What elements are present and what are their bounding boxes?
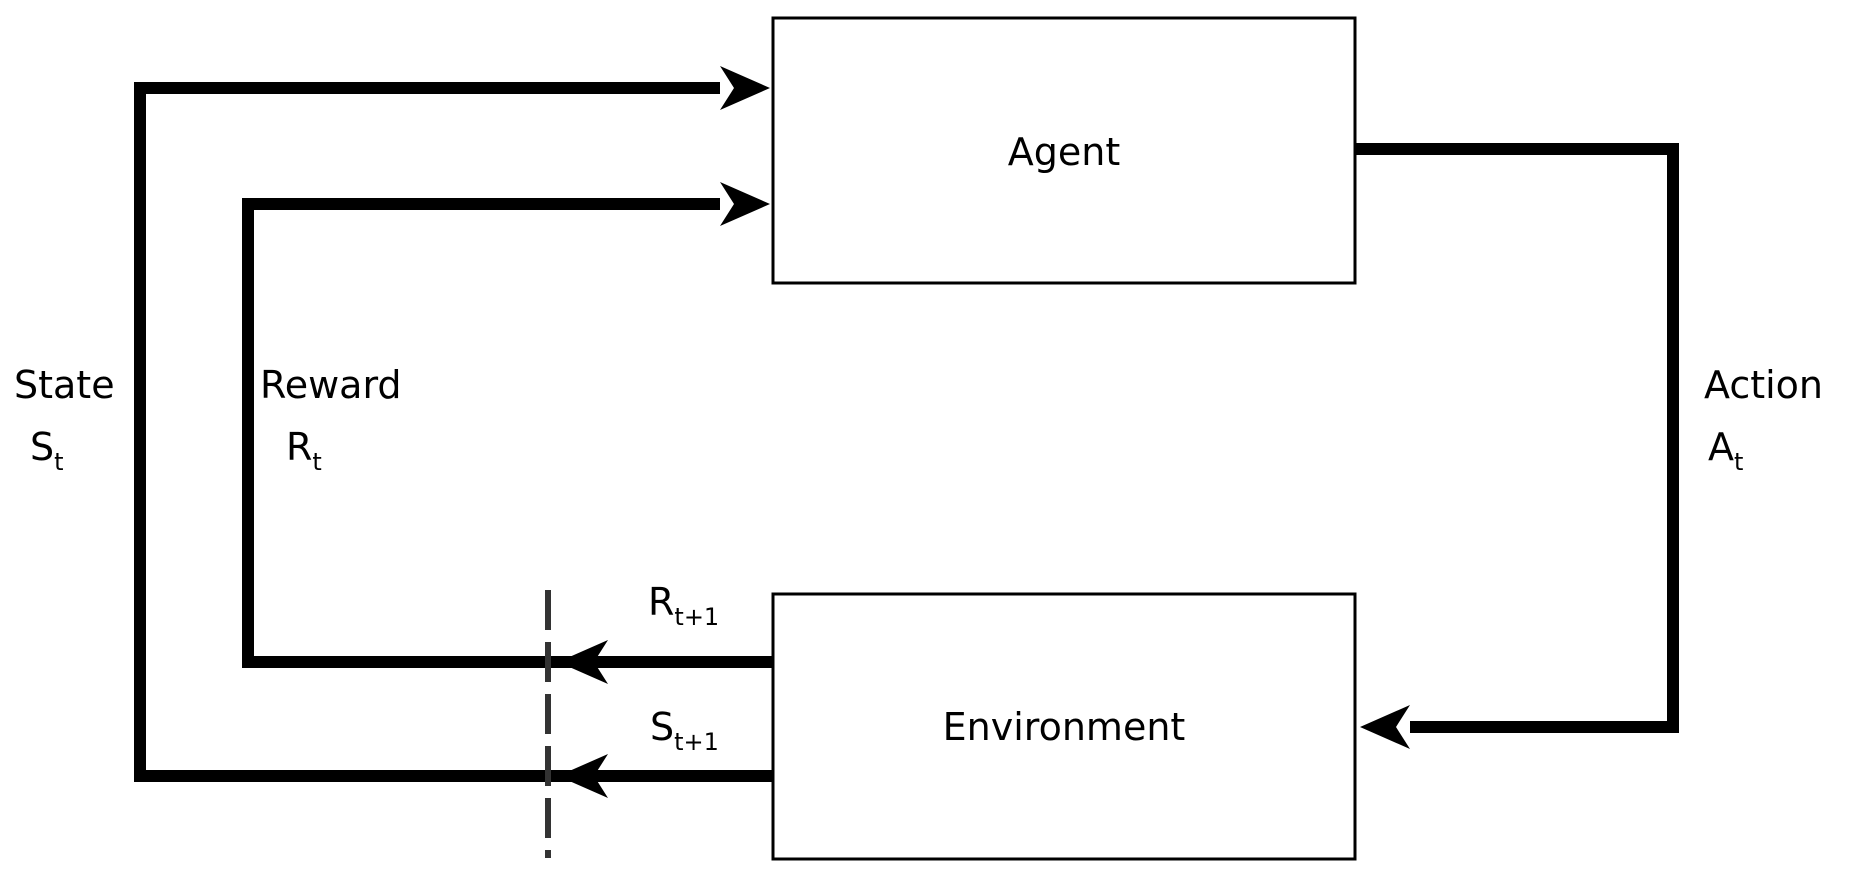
next-reward-symbol: Rt+1 <box>648 580 719 631</box>
next-state-symbol-letter: S <box>650 705 674 749</box>
action-symbol-letter: A <box>1708 425 1734 469</box>
agent-box <box>771 16 1357 285</box>
next-state-arrowhead <box>558 754 608 798</box>
next-reward-symbol-letter: R <box>648 580 674 624</box>
action-symbol-subscript: t <box>1734 448 1743 476</box>
action-symbol: At <box>1708 425 1743 476</box>
next-state-symbol: St+1 <box>650 705 719 756</box>
state-wire <box>134 82 773 782</box>
next-state-label-group: St+1 <box>650 705 719 756</box>
state-label-group: State St <box>14 363 115 476</box>
environment-box <box>771 592 1357 861</box>
action-label: Action <box>1704 363 1823 407</box>
next-state-symbol-subscript: t+1 <box>674 728 719 756</box>
action-arrowhead <box>1360 705 1410 749</box>
state-symbol-subscript: t <box>54 448 63 476</box>
action-wire <box>1355 143 1679 733</box>
next-reward-label-group: Rt+1 <box>648 580 719 631</box>
reward-label: Reward <box>260 363 402 407</box>
state-symbol-letter: S <box>30 425 54 469</box>
reward-symbol-subscript: t <box>312 448 321 476</box>
next-reward-arrowhead <box>558 640 608 684</box>
state-label: State <box>14 363 115 407</box>
reward-arrowhead <box>720 182 770 226</box>
state-arrowhead <box>720 66 770 110</box>
state-symbol: St <box>30 425 64 476</box>
environment-label: Environment <box>943 705 1186 749</box>
reward-symbol-letter: R <box>286 425 312 469</box>
action-label-group: Action At <box>1704 363 1823 476</box>
reward-symbol: Rt <box>286 425 322 476</box>
agent-label: Agent <box>1008 130 1120 174</box>
reward-label-group: Reward Rt <box>260 363 402 476</box>
reward-wire <box>242 198 773 668</box>
next-reward-symbol-subscript: t+1 <box>674 603 719 631</box>
